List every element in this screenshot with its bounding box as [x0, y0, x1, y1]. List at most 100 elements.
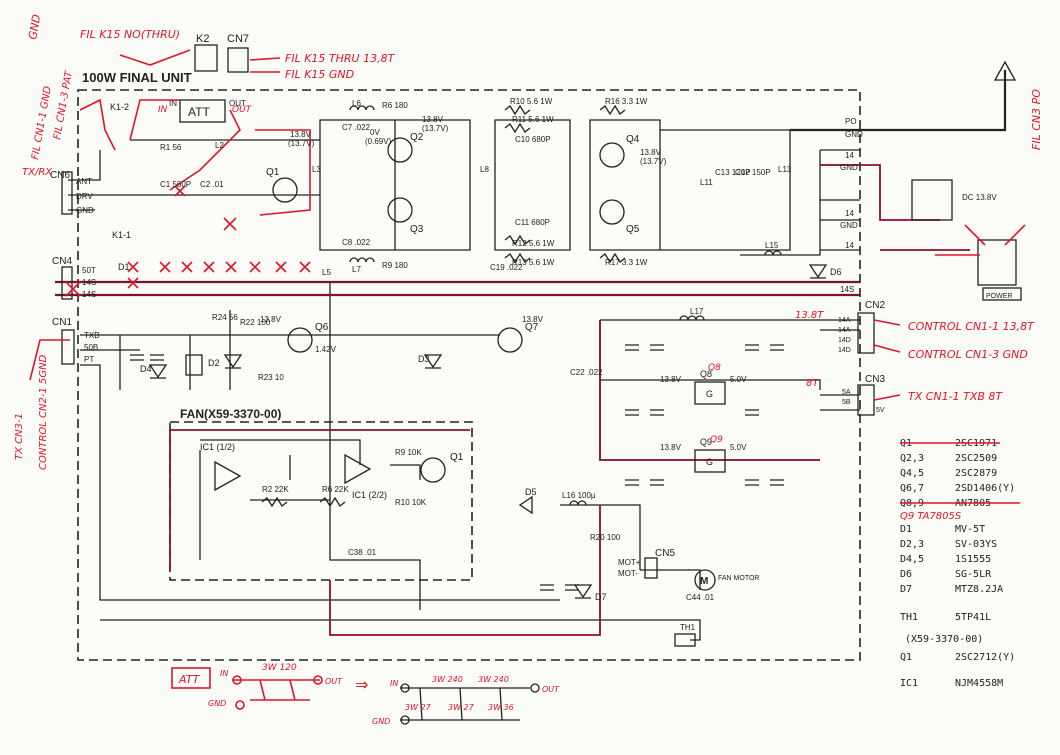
att-out-label: OUT [229, 99, 246, 108]
d3-label: D3 [418, 354, 430, 364]
parts-ref-5: D1 [900, 524, 912, 535]
att-detail-r5: 3W 27 [448, 703, 475, 712]
parts-ref-8: D6 [900, 569, 912, 580]
volt-q2-c-tx: (13.7V) [422, 124, 449, 133]
parts-ref-7: D4,5 [900, 554, 924, 565]
r13-label: R13 5.6 1W [512, 258, 555, 267]
att-in-label: IN [169, 99, 177, 108]
q8-regulator [694, 381, 726, 405]
power-switch [977, 239, 1017, 286]
q8-label: Q8 [700, 369, 712, 379]
dc-label: DC 13.8V [962, 193, 997, 202]
c2-label: C2 .01 [200, 180, 224, 189]
r24-label: R24 56 [212, 313, 238, 322]
fan-title: FAN(X59-3370-00) [180, 407, 281, 421]
bus-pin-14a: 14 [845, 151, 854, 160]
c13-label: C13 120P [715, 168, 751, 177]
l13-label: L13 [778, 165, 792, 174]
cn6-pin-gnd: GND [76, 206, 94, 215]
cn3-pin-5a: 5A [842, 389, 851, 396]
fan-motor-label: FAN MOTOR [718, 575, 759, 582]
cn6-label: CN6 [50, 170, 70, 181]
bus-highlight [55, 281, 860, 296]
output-filter [660, 129, 791, 251]
relay-k1-1: K1-1 [112, 230, 131, 240]
cn5-pin-mot-plus: MOT+ [618, 558, 641, 567]
volt-q2-c: 13.8V [422, 115, 444, 124]
q9-g: G [706, 457, 713, 467]
q9-regulator [694, 449, 726, 473]
c22-label: C22 .022 [570, 368, 603, 377]
red-v138t: 13.8T [795, 310, 824, 321]
parts-ref-13: IC1 [900, 678, 918, 689]
cn4-pin-14s-b: 14S [82, 290, 96, 299]
final-right [589, 119, 661, 251]
fan-power-highlight [329, 505, 601, 636]
c38-label: C38 .01 [348, 548, 377, 557]
transistor-symbols [272, 137, 625, 483]
att-sketch-gnd: GND [208, 699, 226, 708]
parts-ref-3: Q6,7 [900, 483, 924, 494]
ic1-half1 [214, 460, 242, 492]
r10-label: R10 5.6 1W [510, 97, 553, 106]
parts-val-6: SV-03YS [955, 539, 997, 550]
att-sketch-wires [232, 679, 320, 701]
att-sketch-out-node [313, 675, 323, 685]
k2-label: K2 [196, 33, 209, 45]
unit-title: 100W FINAL UNIT [82, 70, 192, 85]
r1-label: R1 56 [160, 143, 182, 152]
ic1-half2 [344, 453, 372, 485]
red-fil-cn1-gnd: FIL CN1-1 GND [30, 85, 54, 160]
att-detail-in: IN [390, 679, 398, 688]
q8-g: G [706, 389, 713, 399]
cn2-pin-2: 14A [838, 327, 851, 334]
att-sketch-in: IN [220, 669, 228, 678]
att-detail-out: OUT [542, 685, 560, 694]
r20-label: R20 100 [590, 533, 621, 542]
cn4-pin-14s-a: 14S [82, 278, 96, 287]
l16-label: L16 100μ [562, 491, 596, 500]
att-detail-r6: 3W 36 [488, 703, 514, 712]
fan-motor-symbol [694, 569, 716, 591]
red-control-left: CONTROL CN2-1 5GND [38, 354, 49, 470]
r9-label: R9 180 [382, 261, 408, 270]
q4-label: Q4 [626, 134, 640, 145]
driver-stage [319, 119, 471, 251]
parts-val-2: 2SC2879 [955, 468, 997, 479]
volt-q1-c-tx: (13.7V) [288, 139, 315, 148]
red-fil-cn13-pat: FIL CN1-3 PAT [52, 70, 75, 141]
red-q8-mark: Q8 [708, 363, 721, 373]
c12-label: C12 150P [735, 168, 771, 177]
dc-connector [911, 179, 953, 221]
c7-label: C7 .022 [342, 123, 371, 132]
l17-label: L17 [690, 307, 704, 316]
r6-label: R6 180 [382, 101, 408, 110]
q2-label: Q2 [410, 132, 424, 143]
att-box-label: ATT [188, 105, 210, 119]
cn1-pin-txb: TXB [84, 331, 100, 340]
volt-q4-c-tx: (13.7V) [640, 157, 667, 166]
l2-label: L2 [215, 141, 224, 150]
cn7-block [227, 47, 249, 73]
fan-feed [329, 282, 421, 610]
q9-label: Q9 [700, 437, 712, 447]
att-sketch-r1: 3W 120 [262, 663, 297, 673]
th1-label: TH1 [680, 623, 696, 632]
red-q9-mark: Q9 [710, 435, 723, 445]
d2-label: D2 [208, 358, 220, 368]
fan-r10-label: R10 10K [395, 498, 427, 507]
red-tx-txb: TX CN1-1 TXB 8T [908, 390, 1003, 403]
volt-q9-in: 13.8V [660, 443, 682, 452]
parts-ref-1: Q2,3 [900, 453, 924, 464]
att-detail-gnd: GND [372, 717, 390, 726]
power-label: POWER [986, 293, 1012, 300]
red-att-in: IN [158, 105, 168, 115]
d5-label: D5 [525, 487, 537, 497]
red-markups [29, 49, 1026, 401]
fan-r6-label: R6 22K [322, 485, 349, 494]
cn5-label: CN5 [655, 548, 675, 559]
parts-val-11: (X59-3370-00) [905, 634, 983, 645]
volt-q8-out: 5.0V [730, 375, 747, 384]
parts-val-13: NJM4558M [955, 678, 1003, 689]
ant-wire [68, 150, 101, 181]
